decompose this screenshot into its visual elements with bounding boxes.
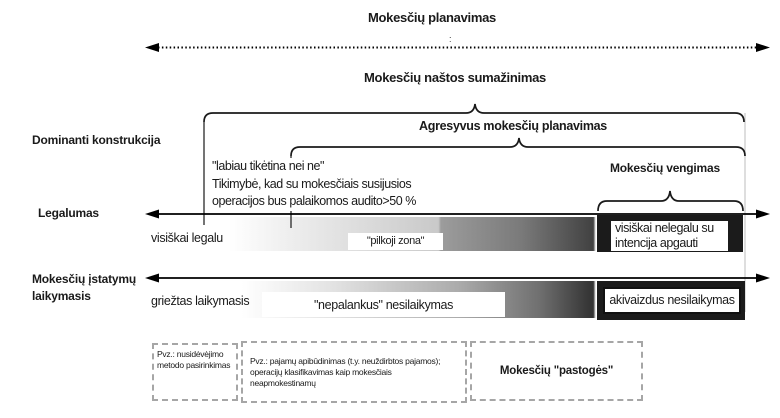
legality-illegal-line2: intencija apgauti [615, 236, 698, 250]
center-mark: : [449, 34, 452, 44]
grey-zone-box: "pilkoji zona" [348, 233, 443, 250]
row-label-construction: Dominanti konstrukcija [32, 133, 161, 147]
aggressive-planning-brace [290, 137, 746, 157]
tax-avoidance-title: Mokesčių vengimas [610, 161, 720, 175]
legality-left-label: visiškai legalu [151, 231, 223, 245]
example-box-tax-shelters: Mokesčių "pastogės" [470, 341, 643, 401]
legality-illegal-line1: visiškai nelegalu su [615, 221, 714, 235]
example-box-income: Pvz.: pajamų apibūdinimas (t.y. neuždirb… [241, 341, 467, 403]
burden-reduction-title: Mokesčių naštos sumažinimas [364, 70, 546, 85]
arrow-left-icon [145, 43, 159, 52]
example-box-income-line3: neapmokestinamų [250, 377, 316, 388]
aggressive-planning-title: Agresyvus mokesčių planavimas [419, 119, 607, 133]
example-box-income-line2: operacijų klasifikavimas kaip mokesčiais [250, 366, 392, 377]
unfavourable-noncompliance-box: "nepalankus" nesilaikymas [262, 292, 505, 317]
compliance-illegal-black-box: akivaizdus nesilaikymas [597, 281, 745, 320]
example-box-income-line1: Pvz.: pajamų apibūdinimas (t.y. neuždirb… [250, 355, 441, 366]
probability-note-line3: operacijos bus palaikomos audito>50 % [212, 194, 416, 208]
tax-avoidance-brace [597, 190, 744, 212]
compliance-left-label: griežtas laikymasis [151, 294, 250, 308]
probability-note-line2: Tikimybė, kad su mokesčiais susijusios [212, 176, 412, 191]
example-box-depreciation: Pvz.: nusidėvėjimo metodo pasirinkimas [152, 343, 238, 401]
row-label-compliance-line1: Mokesčių įstatymų [32, 272, 136, 286]
probability-note-line1: "labiau tikėtina nei ne" [212, 159, 325, 173]
row-label-legality: Legalumas [38, 206, 99, 220]
row-label-compliance-line2: laikymasis [32, 289, 91, 303]
obvious-noncompliance-label-box: akivaizdus nesilaikymas [603, 287, 741, 314]
arrow-right-icon [756, 43, 770, 52]
page-title: Mokesčių planavimas [368, 10, 496, 25]
legality-illegal-label-box: visiškai nelegalu su intencija apgauti [611, 221, 728, 251]
probability-note: "labiau tikėtina nei ne" Tikimybė, kad s… [212, 158, 438, 211]
legality-illegal-black-box: visiškai nelegalu su intencija apgauti [597, 215, 743, 252]
row-label-compliance: Mokesčių įstatymų laikymasis [32, 271, 136, 305]
